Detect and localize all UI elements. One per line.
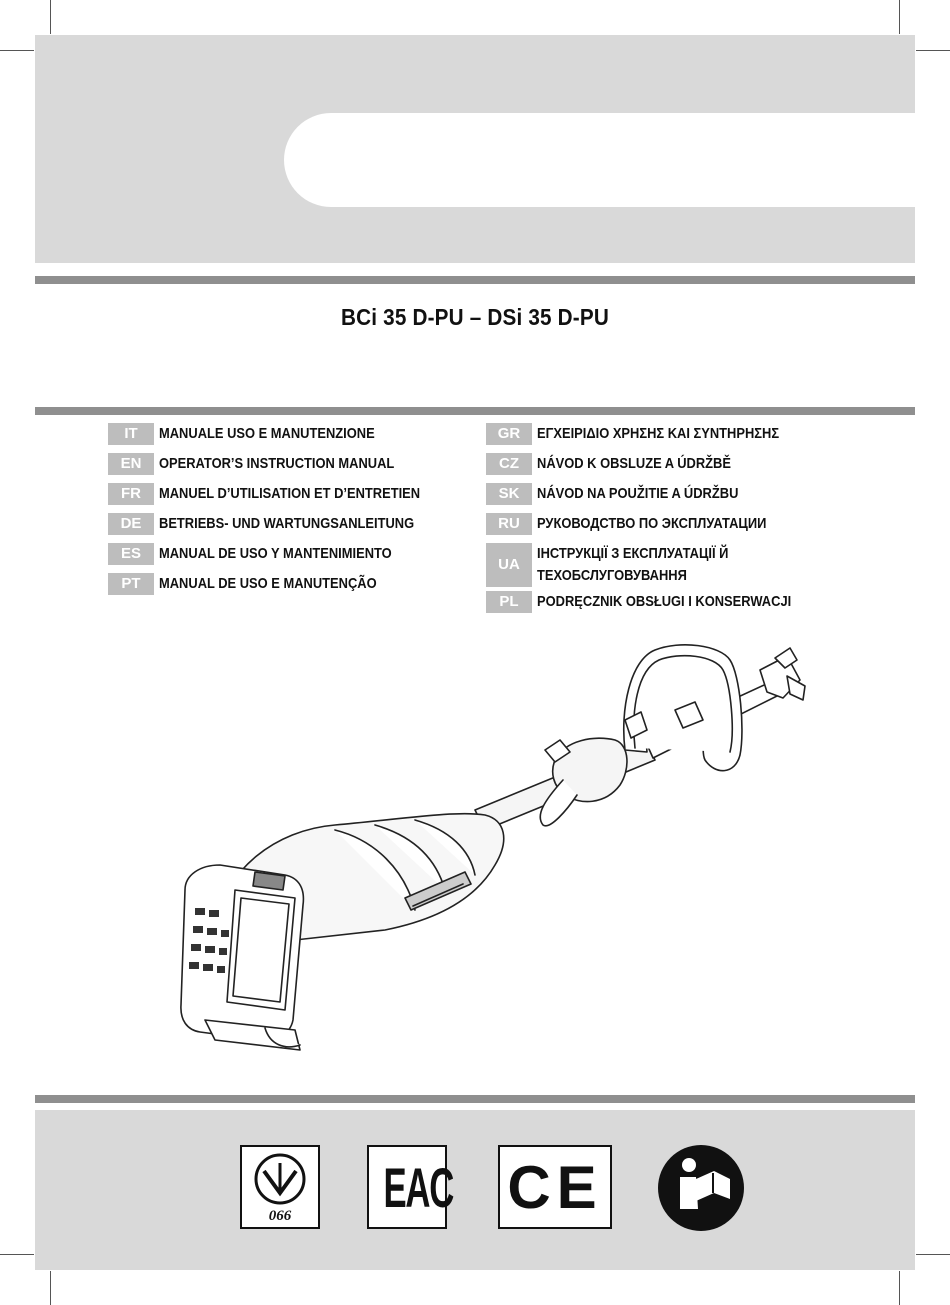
language-code: GR: [486, 423, 532, 445]
language-code: PT: [108, 573, 154, 595]
ce-certification-mark: CE: [498, 1145, 612, 1229]
language-item: CZ NÁVOD K OBSLUZE A ÚDRŽBĚ: [486, 453, 763, 475]
language-label: MANUALE USO E MANUTENZIONE: [159, 425, 375, 442]
language-code: IT: [108, 423, 154, 445]
language-label: NÁVOD K OBSLUZE A ÚDRŽBĚ: [537, 455, 731, 472]
crop-mark: [0, 50, 34, 51]
language-label: ΕΓΧΕΙΡΙΔΙΟ ΧΡΗΣΗΣ ΚΑΙ ΣΥΝΤΗΡΗΣΗΣ: [537, 425, 780, 442]
ua-mark-icon: [254, 1153, 306, 1205]
language-code: CZ: [486, 453, 532, 475]
language-code: EN: [108, 453, 154, 475]
language-code: DE: [108, 513, 154, 535]
language-label: BETRIEBS- UND WARTUNGSANLEITUNG: [159, 515, 415, 532]
crop-mark: [899, 1271, 900, 1305]
language-label: OPERATOR’S INSTRUCTION MANUAL: [159, 455, 395, 472]
language-code: PL: [486, 591, 532, 613]
language-item: UA ІНСТРУКЦІЇ З ЕКСПЛУАТАЦІЇ Й ТЕХОБСЛУГ…: [486, 543, 827, 587]
crop-mark: [916, 1254, 950, 1255]
language-code: RU: [486, 513, 532, 535]
language-item: GR ΕΓΧΕΙΡΙΔΙΟ ΧΡΗΣΗΣ ΚΑΙ ΣΥΝΤΗΡΗΣΗΣ: [486, 423, 819, 445]
language-item: DE BETRIEBS- UND WARTUNGSANLEITUNG: [108, 513, 456, 535]
language-item: SK NÁVOD NA POUŽITIE A ÚDRŽBU: [486, 483, 771, 505]
language-item: EN OPERATOR’S INSTRUCTION MANUAL: [108, 453, 433, 475]
language-code: SK: [486, 483, 532, 505]
ua-certification-mark: 066: [240, 1145, 320, 1229]
language-item: FR MANUEL D’UTILISATION ET D’ENTRETIEN: [108, 483, 463, 505]
language-label: MANUAL DE USO E MANUTENÇÃO: [159, 575, 377, 592]
crop-mark: [916, 50, 950, 51]
language-item: IT MANUALE USO E MANUTENZIONE: [108, 423, 410, 445]
language-code: FR: [108, 483, 154, 505]
eac-logo: EAC: [383, 1156, 454, 1219]
divider-rule: [35, 407, 915, 415]
crop-mark: [50, 0, 51, 34]
crop-mark: [50, 1271, 51, 1305]
crop-mark: [899, 0, 900, 34]
language-label: PODRĘCZNIK OBSŁUGI I KONSERWACJI: [537, 593, 792, 610]
language-code: ES: [108, 543, 154, 565]
language-item: PL PODRĘCZNIK OBSŁUGI I KONSERWACJI: [486, 591, 833, 613]
language-item: RU РУКОВОДСТВО ПО ЭКСПЛУАТАЦИИ: [486, 513, 804, 535]
language-label: NÁVOD NA POUŽITIE A ÚDRŽBU: [537, 485, 739, 502]
divider-rule: [35, 276, 915, 284]
crop-mark: [0, 1254, 34, 1255]
language-label: MANUEL D’UTILISATION ET D’ENTRETIEN: [159, 485, 421, 502]
language-item: PT MANUAL DE USO E MANUTENÇÃO: [108, 573, 412, 595]
eac-certification-mark: EAC: [367, 1145, 454, 1229]
document-title: BCi 35 D-PU – DSi 35 D-PU: [341, 304, 609, 330]
read-manual-icon: [658, 1145, 744, 1231]
ce-logo: CE: [507, 1154, 603, 1221]
language-label: РУКОВОДСТВО ПО ЭКСПЛУАТАЦИИ: [537, 515, 767, 532]
header-pill: [284, 113, 924, 207]
language-item: ES MANUAL DE USO Y MANTENIMIENTO: [108, 543, 430, 565]
language-label: ІНСТРУКЦІЇ З ЕКСПЛУАТАЦІЇ Й ТЕХОБСЛУГОВУ…: [537, 545, 729, 584]
divider-rule: [35, 1095, 915, 1103]
product-illustration: [180, 644, 806, 1051]
language-label: MANUAL DE USO Y MANTENIMIENTO: [159, 545, 392, 562]
footer-band: [35, 1110, 915, 1270]
ua-mark-number: 066: [268, 1208, 292, 1224]
language-code: UA: [486, 543, 532, 587]
